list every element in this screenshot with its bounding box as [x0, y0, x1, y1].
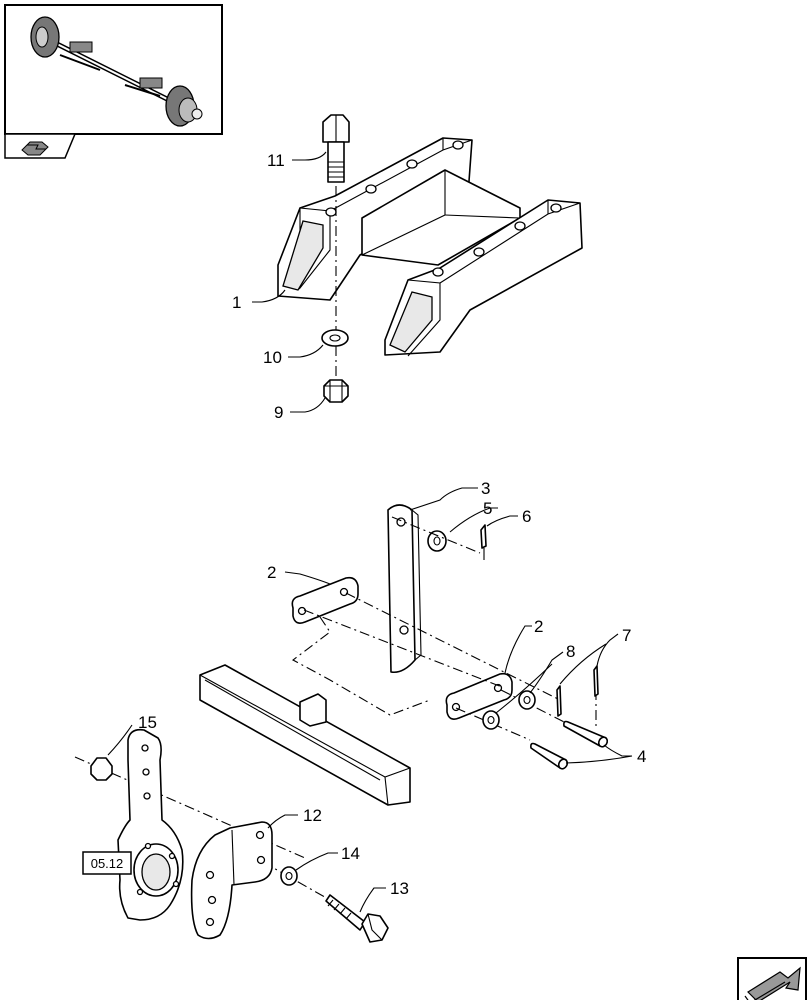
next-page-arrow-icon: [744, 966, 801, 1000]
washer-part-5: [427, 530, 447, 552]
callout-13: 13: [390, 879, 409, 898]
cotter-pin-part-7-a: [556, 685, 562, 717]
washer-part-8-a: [482, 710, 500, 730]
callout-8: 8: [566, 642, 575, 661]
bolt-part-11: [322, 114, 350, 183]
washer-part-14: [280, 866, 298, 886]
nut-part-9: [323, 379, 349, 403]
callout-2-right: 2: [534, 617, 543, 636]
bracket-part-12: [190, 821, 273, 940]
link-plate-part-2-left: [291, 576, 359, 624]
axle-assembly-thumbnail-icon: [30, 16, 203, 127]
callout-10: 10: [263, 348, 282, 367]
callout-1: 1: [232, 293, 241, 312]
callout-3: 3: [481, 479, 490, 498]
callout-6: 6: [522, 507, 531, 526]
washer-part-8-b: [518, 690, 536, 710]
cotter-pin-part-7-b: [593, 665, 599, 697]
pin-part-4-a: [530, 742, 569, 770]
reference-box-label: 05.12: [91, 856, 124, 871]
pin-part-4-b: [563, 720, 609, 748]
bolt-part-13: [325, 894, 389, 943]
callout-5: 5: [483, 499, 492, 518]
square-beam: [199, 664, 411, 806]
nut-part-15: [90, 757, 113, 781]
thumbnail-panel[interactable]: [4, 4, 223, 159]
previous-page-icon[interactable]: [21, 141, 49, 156]
cotter-pin-part-6: [480, 524, 487, 560]
callout-15: 15: [138, 713, 157, 732]
slack-adjuster-arm: [117, 728, 184, 921]
strap-part-3: [387, 504, 422, 674]
callout-11: 11: [267, 151, 285, 170]
reference-box[interactable]: 05.12: [82, 851, 132, 875]
next-page-button[interactable]: [737, 957, 807, 1000]
washer-part-10: [321, 329, 349, 347]
callout-12: 12: [303, 806, 322, 825]
callout-2-left: 2: [267, 563, 276, 582]
callout-14: 14: [341, 844, 360, 863]
callout-leaders: [107, 151, 633, 913]
link-plate-part-2-right: [445, 672, 513, 720]
callout-9: 9: [274, 403, 283, 422]
callout-4: 4: [637, 747, 646, 766]
callout-7: 7: [622, 626, 631, 645]
bracket-part-1: [277, 137, 583, 357]
axis-strap-top: [391, 516, 481, 554]
